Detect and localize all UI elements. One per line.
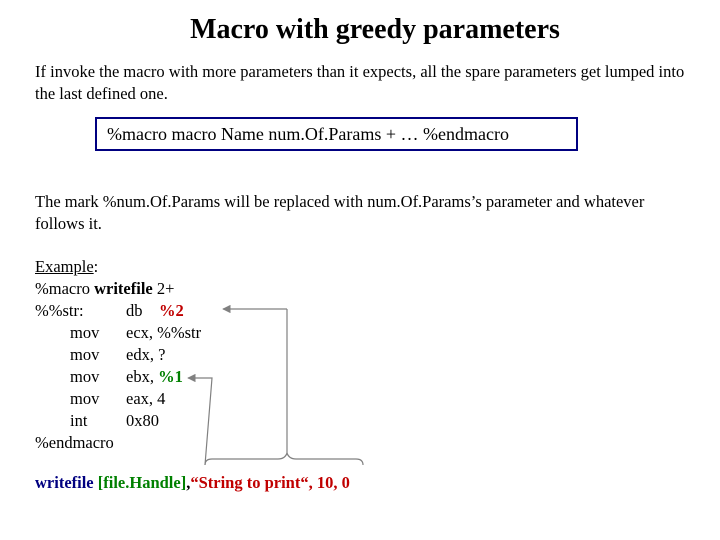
brace-param2 — [204, 451, 364, 466]
instruction-args: edx, ? — [126, 345, 166, 364]
instruction-op: mov — [70, 345, 100, 364]
instruction-op: int — [70, 411, 88, 430]
page-title: Macro with greedy parameters — [190, 14, 560, 45]
param1-highlight: %1 — [158, 367, 183, 386]
instruction-op: mov — [70, 367, 100, 386]
instruction-args: ebx, — [126, 367, 159, 386]
description-paragraph: The mark %num.Of.Params will be replaced… — [35, 192, 645, 233]
invocation-param1: [file.Handle] — [97, 473, 187, 492]
intro-paragraph: If invoke the macro with more parameters… — [35, 62, 685, 103]
arrow-param1-to-%1 — [187, 373, 213, 466]
instruction-op: mov — [70, 323, 100, 342]
endmacro-line: %endmacro — [35, 433, 114, 452]
macro-definition-line: %macro writefile 2+ — [35, 278, 174, 300]
label-line-arg: %2 — [159, 301, 184, 320]
label-line-op: db — [126, 301, 143, 320]
example-heading-colon: : — [93, 257, 99, 276]
instruction-args: eax, 4 — [126, 389, 166, 408]
macro-directive: %macro — [35, 279, 90, 298]
macro-name: writefile — [94, 279, 153, 298]
instruction-args: 0x80 — [126, 411, 159, 430]
syntax-box: %macro macro Name num.Of.Params + … %end… — [95, 117, 578, 151]
macro-invocation-line: writefile [file.Handle],“String to print… — [35, 473, 350, 493]
invocation-param2: “String to print“, 10, 0 — [190, 473, 350, 492]
example-heading: Example: — [35, 256, 98, 278]
invocation-name: writefile — [35, 473, 94, 492]
label-line-instruction: db %2 — [126, 300, 184, 322]
instruction-args-line: ebx, %1 — [126, 366, 183, 388]
example-heading-text: Example — [35, 257, 94, 276]
instruction-args: ecx, %%str — [126, 323, 202, 342]
macro-param-count: 2+ — [156, 279, 175, 298]
instruction-op: mov — [70, 389, 100, 408]
label-line-label: %%str: — [35, 301, 84, 320]
invocation-separator: , — [186, 473, 191, 492]
